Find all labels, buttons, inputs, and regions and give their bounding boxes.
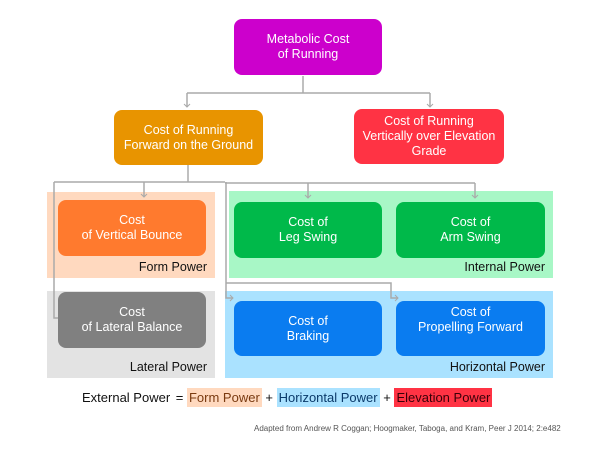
node-vertical-bounce-line1: Cost (119, 213, 145, 227)
node-arm-swing-line2: Arm Swing (440, 230, 501, 244)
equation-term-horizontal-power: Horizontal Power (276, 388, 380, 407)
node-lateral-balance-line1: Cost (119, 305, 145, 319)
external-power-equation: External Power = Form Power + Horizontal… (82, 388, 493, 407)
group-label-internal-power: Internal Power (464, 260, 545, 274)
equation-term-form-power: Form Power (186, 388, 262, 407)
node-leg-swing-line2: Leg Swing (278, 230, 338, 244)
connector-mid-down (225, 182, 234, 302)
node-leg-swing-line1: Cost of (288, 215, 328, 229)
node-lateral-balance: Cost of Lateral Balance (58, 292, 206, 348)
source-credit: Adapted from Andrew R Coggan; Hoogmaker,… (254, 424, 561, 433)
node-arm-swing-line1: Cost of (450, 215, 491, 229)
node-vertical-bounce-line2: of Vertical Bounce (81, 228, 183, 242)
node-running-vertical-line2: Vertically over Elevation (362, 129, 496, 143)
node-braking-line1: Cost of (288, 313, 328, 328)
node-arm-swing: Cost of Arm Swing (396, 202, 545, 258)
node-vertical-bounce: Cost of Vertical Bounce (58, 200, 206, 256)
equation-term-elevation-power: Elevation Power (394, 388, 493, 407)
equation-plus-1: + (261, 390, 277, 405)
node-propelling-forward-line1: Cost of (450, 305, 491, 319)
node-braking: Cost of Braking (234, 301, 382, 356)
node-running-vertical-line1: Cost of Running (384, 114, 474, 128)
group-label-form-power: Form Power (138, 260, 207, 274)
node-metabolic-cost: Metabolic Cost of Running (234, 19, 382, 75)
node-propelling-forward: Cost of Propelling Forward (396, 301, 545, 356)
node-running-forward-line1: Cost of Running (143, 122, 234, 137)
group-label-lateral-power: Lateral Power (129, 360, 207, 374)
node-braking-line2: Braking (286, 328, 330, 343)
node-propelling-forward-line2: Propelling Forward (418, 320, 523, 334)
equation-equals: = (172, 390, 187, 405)
node-metabolic-cost-line1: Metabolic Cost (266, 32, 350, 46)
node-running-forward-line2: Forward on the Ground (123, 137, 254, 152)
group-label-horizontal-power: Horizontal Power (449, 360, 545, 374)
node-running-forward: Cost of Running Forward on the Ground (114, 110, 263, 165)
equation-plus-2: + (379, 390, 395, 405)
node-lateral-balance-line2: of Lateral Balance (81, 320, 183, 334)
node-running-vertical: Cost of Running Vertically over Elevatio… (354, 109, 504, 164)
node-leg-swing: Cost of Leg Swing (234, 202, 382, 258)
node-running-vertical-line3: Grade (411, 144, 447, 158)
connector-horizontal-bar (226, 282, 399, 302)
node-metabolic-cost-line2: of Running (277, 47, 339, 61)
equation-lhs: External Power (82, 390, 171, 405)
